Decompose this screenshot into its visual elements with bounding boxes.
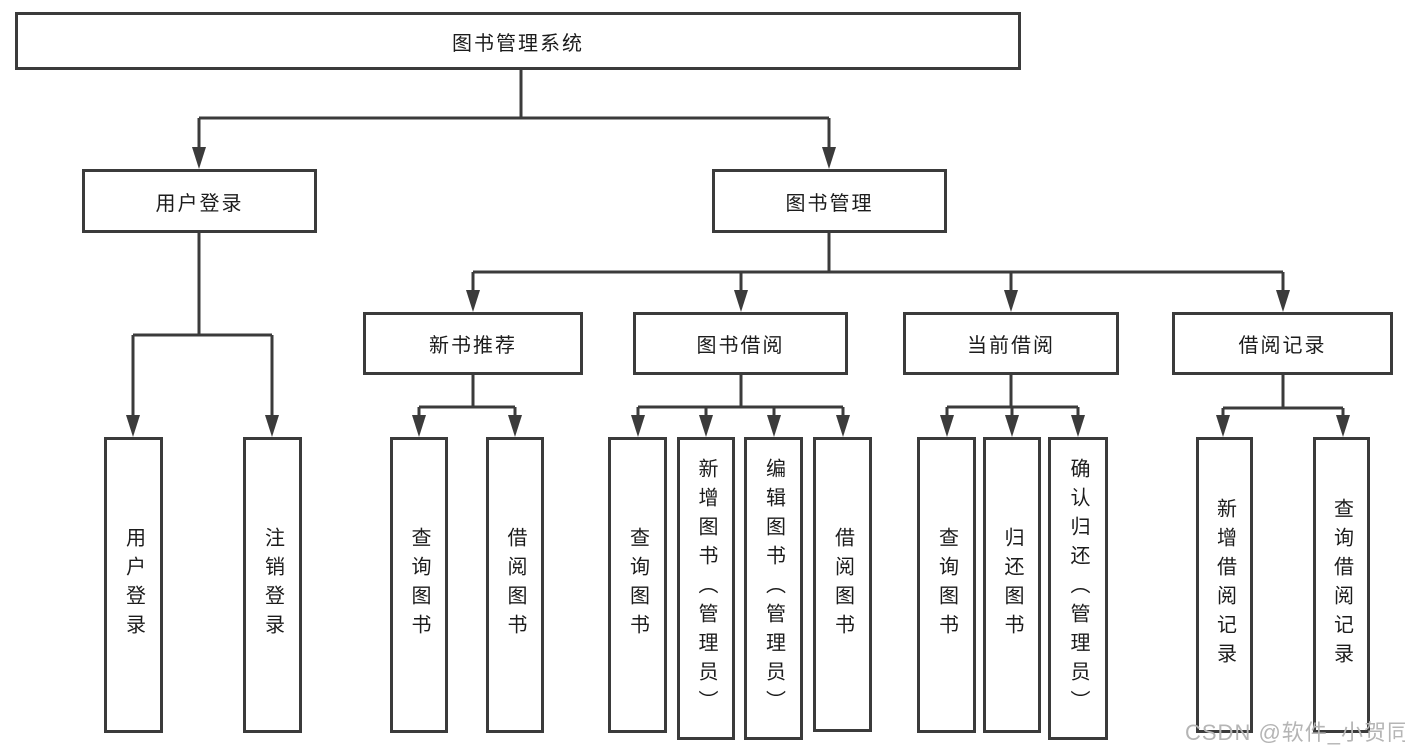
csdn-watermark: CSDN @软件_小贺同学 bbox=[1185, 720, 1405, 745]
leaf-cb-return-books-label: 归还图书 bbox=[1001, 527, 1023, 643]
leaf-cb-confirm-return-admin: 确认归还（管理员） bbox=[1048, 437, 1108, 740]
leaf-nb-query-books: 查询图书 bbox=[390, 437, 448, 733]
leaf-logout: 注销登录 bbox=[243, 437, 302, 733]
leaf-user-login: 用户登录 bbox=[104, 437, 163, 733]
leaf-cb-query-books-label: 查询图书 bbox=[935, 527, 958, 643]
leaf-bb-edit-books-admin: 编辑图书（管理员） bbox=[744, 437, 803, 740]
leaf-bb-query-books: 查询图书 bbox=[608, 437, 667, 733]
node-book-borrow-label: 图书借阅 bbox=[696, 335, 785, 357]
node-new-book-recommend: 新书推荐 bbox=[363, 312, 583, 375]
leaf-nb-borrow-books-label: 借阅图书 bbox=[504, 527, 526, 643]
leaf-bb-borrow-books-label: 借阅图书 bbox=[831, 526, 854, 643]
leaf-br-query-record: 查询借阅记录 bbox=[1313, 437, 1370, 733]
leaf-br-query-record-label: 查询借阅记录 bbox=[1330, 498, 1353, 672]
node-current-borrow-label: 当前借阅 bbox=[967, 335, 1055, 357]
leaf-nb-borrow-books: 借阅图书 bbox=[486, 437, 544, 733]
leaf-cb-query-books: 查询图书 bbox=[917, 437, 976, 733]
leaf-cb-return-books: 归还图书 bbox=[983, 437, 1041, 733]
node-book-borrow: 图书借阅 bbox=[633, 312, 848, 375]
node-book-management-label: 图书管理 bbox=[785, 192, 874, 215]
leaf-bb-borrow-books: 借阅图书 bbox=[813, 437, 872, 732]
node-root-label: 图书管理系统 bbox=[452, 32, 584, 55]
node-user-login-label: 用户登录 bbox=[155, 192, 244, 215]
leaf-bb-add-books-admin: 新增图书（管理员） bbox=[677, 437, 735, 740]
leaf-cb-confirm-return-admin-label: 确认归还（管理员） bbox=[1067, 458, 1089, 719]
leaf-br-add-record: 新增借阅记录 bbox=[1196, 437, 1253, 733]
leaf-bb-edit-books-admin-label: 编辑图书（管理员） bbox=[762, 458, 785, 719]
node-new-book-recommend-label: 新书推荐 bbox=[429, 335, 517, 357]
arrowheads bbox=[126, 147, 1350, 437]
node-root: 图书管理系统 bbox=[15, 12, 1021, 70]
leaf-nb-query-books-label: 查询图书 bbox=[408, 527, 430, 643]
node-borrow-records-label: 借阅记录 bbox=[1238, 335, 1327, 357]
leaf-br-add-record-label: 新增借阅记录 bbox=[1213, 498, 1236, 672]
node-current-borrow: 当前借阅 bbox=[903, 312, 1119, 375]
node-user-login: 用户登录 bbox=[82, 169, 317, 233]
leaf-user-login-label: 用户登录 bbox=[122, 527, 145, 643]
leaf-logout-label: 注销登录 bbox=[261, 527, 284, 643]
node-book-management: 图书管理 bbox=[712, 169, 947, 233]
leaf-bb-query-books-label: 查询图书 bbox=[626, 527, 649, 643]
node-borrow-records: 借阅记录 bbox=[1172, 312, 1393, 375]
leaf-bb-add-books-admin-label: 新增图书（管理员） bbox=[695, 458, 717, 719]
